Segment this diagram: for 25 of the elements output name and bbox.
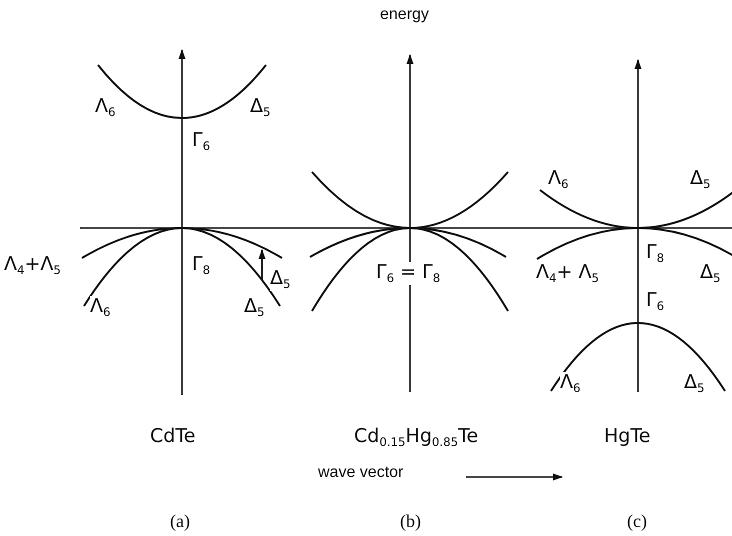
band-label: Λ$_{6}$ — [548, 168, 568, 192]
band-label: Γ$_{8}$ — [192, 254, 210, 278]
panel-label: (a) — [170, 512, 190, 532]
band-label: Γ$_{6}$ — [192, 130, 210, 154]
material-label: CdTe — [150, 426, 196, 447]
band-label: Δ$_{5}$ — [690, 168, 710, 192]
axis-label: wave vector — [318, 464, 404, 482]
material-label: Cd$_{0.15}$Hg$_{0.85}$Te — [354, 426, 478, 450]
panel-label: (c) — [627, 512, 647, 532]
band-label: Γ$_{6}$ = Γ$_{8}$ — [376, 262, 440, 286]
band-label: Λ$_{4}$+ Λ$_{5}$ — [536, 262, 599, 286]
band-label: Δ$_{5}$ — [700, 262, 720, 286]
band-label: Λ$_{6}$ — [560, 372, 580, 396]
band-label: Δ$_{5}$ — [250, 96, 270, 120]
material-label: HgTe — [604, 426, 650, 447]
band-label: Λ$_{4}$+Λ$_{5}$ — [4, 254, 61, 278]
panel-label: (b) — [400, 512, 421, 532]
band-label: Γ$_{8}$ — [646, 242, 664, 266]
band-label: Δ$_{5}$ — [270, 268, 290, 292]
band-label: Δ$_{5}$ — [684, 372, 704, 396]
band-label: Λ$_{6}$ — [90, 296, 110, 320]
band-label: Γ$_{6}$ — [646, 290, 664, 314]
band-label: Λ$_{6}$ — [95, 96, 116, 120]
axis-label: energy — [380, 6, 429, 24]
band-label: Δ$_{5}$ — [244, 296, 264, 320]
